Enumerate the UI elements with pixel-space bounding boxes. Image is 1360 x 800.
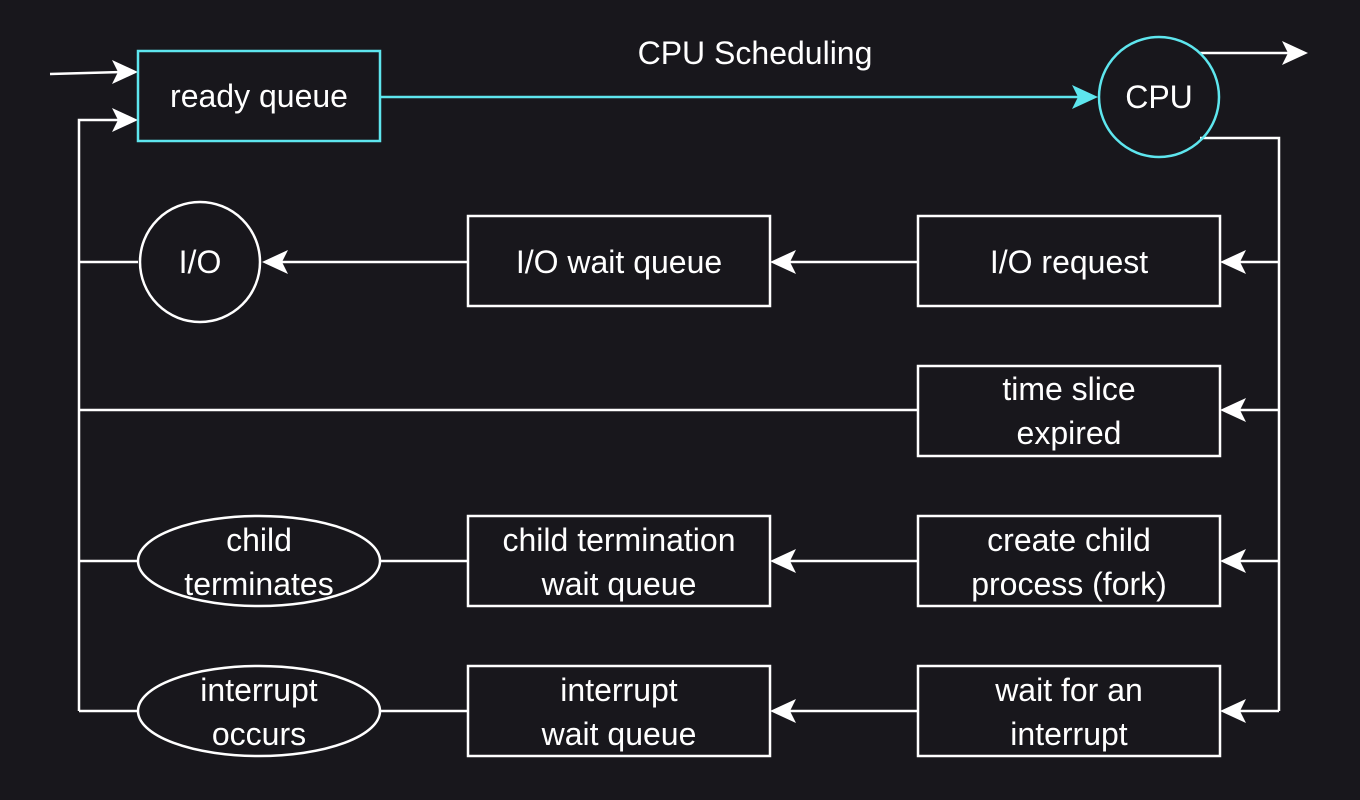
- node-child-wait-queue: child termination wait queue: [466, 514, 772, 608]
- time-slice-line2: expired: [1017, 415, 1122, 451]
- return-trunk: [77, 118, 122, 711]
- node-io-request: I/O request: [916, 214, 1222, 308]
- cpu-dispatch-trunk: [1200, 136, 1281, 711]
- entry-arrowhead: [112, 60, 138, 84]
- interrupt-occurs-line1: interrupt: [200, 672, 318, 708]
- arrowhead-io-request: [1220, 250, 1246, 274]
- scheduling-arrowhead: [1072, 85, 1098, 109]
- node-ready-queue: ready queue: [136, 49, 382, 143]
- child-terminates-line1: child: [226, 522, 292, 558]
- wait-interrupt-line1: wait for an: [994, 672, 1143, 708]
- node-create-child: create child process (fork): [916, 514, 1222, 608]
- node-interrupt-occurs: interrupt occurs: [136, 664, 382, 758]
- return-arrowhead: [112, 108, 138, 132]
- interrupt-queue-line2: wait queue: [541, 716, 697, 752]
- interrupt-queue-line1: interrupt: [560, 672, 678, 708]
- io-request-label: I/O request: [990, 244, 1148, 280]
- arrowhead-io-wait: [770, 250, 796, 274]
- ready-queue-label: ready queue: [170, 78, 348, 114]
- arrowhead-create-child: [1220, 549, 1246, 573]
- node-time-slice-expired: time slice expired: [916, 364, 1222, 458]
- node-io: I/O: [138, 200, 262, 324]
- arrowhead-io: [262, 250, 288, 274]
- node-cpu: CPU: [1097, 35, 1221, 159]
- child-wait-line1: child termination: [503, 522, 736, 558]
- cpu-label: CPU: [1125, 79, 1193, 115]
- create-child-line2: process (fork): [971, 566, 1167, 602]
- entry-edge: [49, 70, 123, 76]
- arrowhead-time-slice: [1220, 398, 1246, 422]
- exit-arrowhead: [1282, 41, 1308, 65]
- arrowhead-wait-interrupt: [1220, 699, 1246, 723]
- arrowhead-child-wait: [770, 549, 796, 573]
- io-wait-queue-label: I/O wait queue: [516, 244, 722, 280]
- wait-interrupt-line2: interrupt: [1010, 716, 1128, 752]
- time-slice-line1: time slice: [1002, 371, 1135, 407]
- node-io-wait-queue: I/O wait queue: [466, 214, 772, 308]
- child-wait-line2: wait queue: [541, 566, 697, 602]
- node-interrupt-wait-queue: interrupt wait queue: [466, 664, 772, 758]
- node-child-terminates: child terminates: [136, 514, 382, 608]
- io-label: I/O: [179, 244, 222, 280]
- node-wait-interrupt: wait for an interrupt: [916, 664, 1222, 758]
- diagram-title: CPU Scheduling: [638, 35, 873, 71]
- arrowhead-interrupt-queue: [770, 699, 796, 723]
- child-terminates-line2: terminates: [184, 566, 333, 602]
- create-child-line1: create child: [987, 522, 1151, 558]
- interrupt-occurs-line2: occurs: [212, 716, 306, 752]
